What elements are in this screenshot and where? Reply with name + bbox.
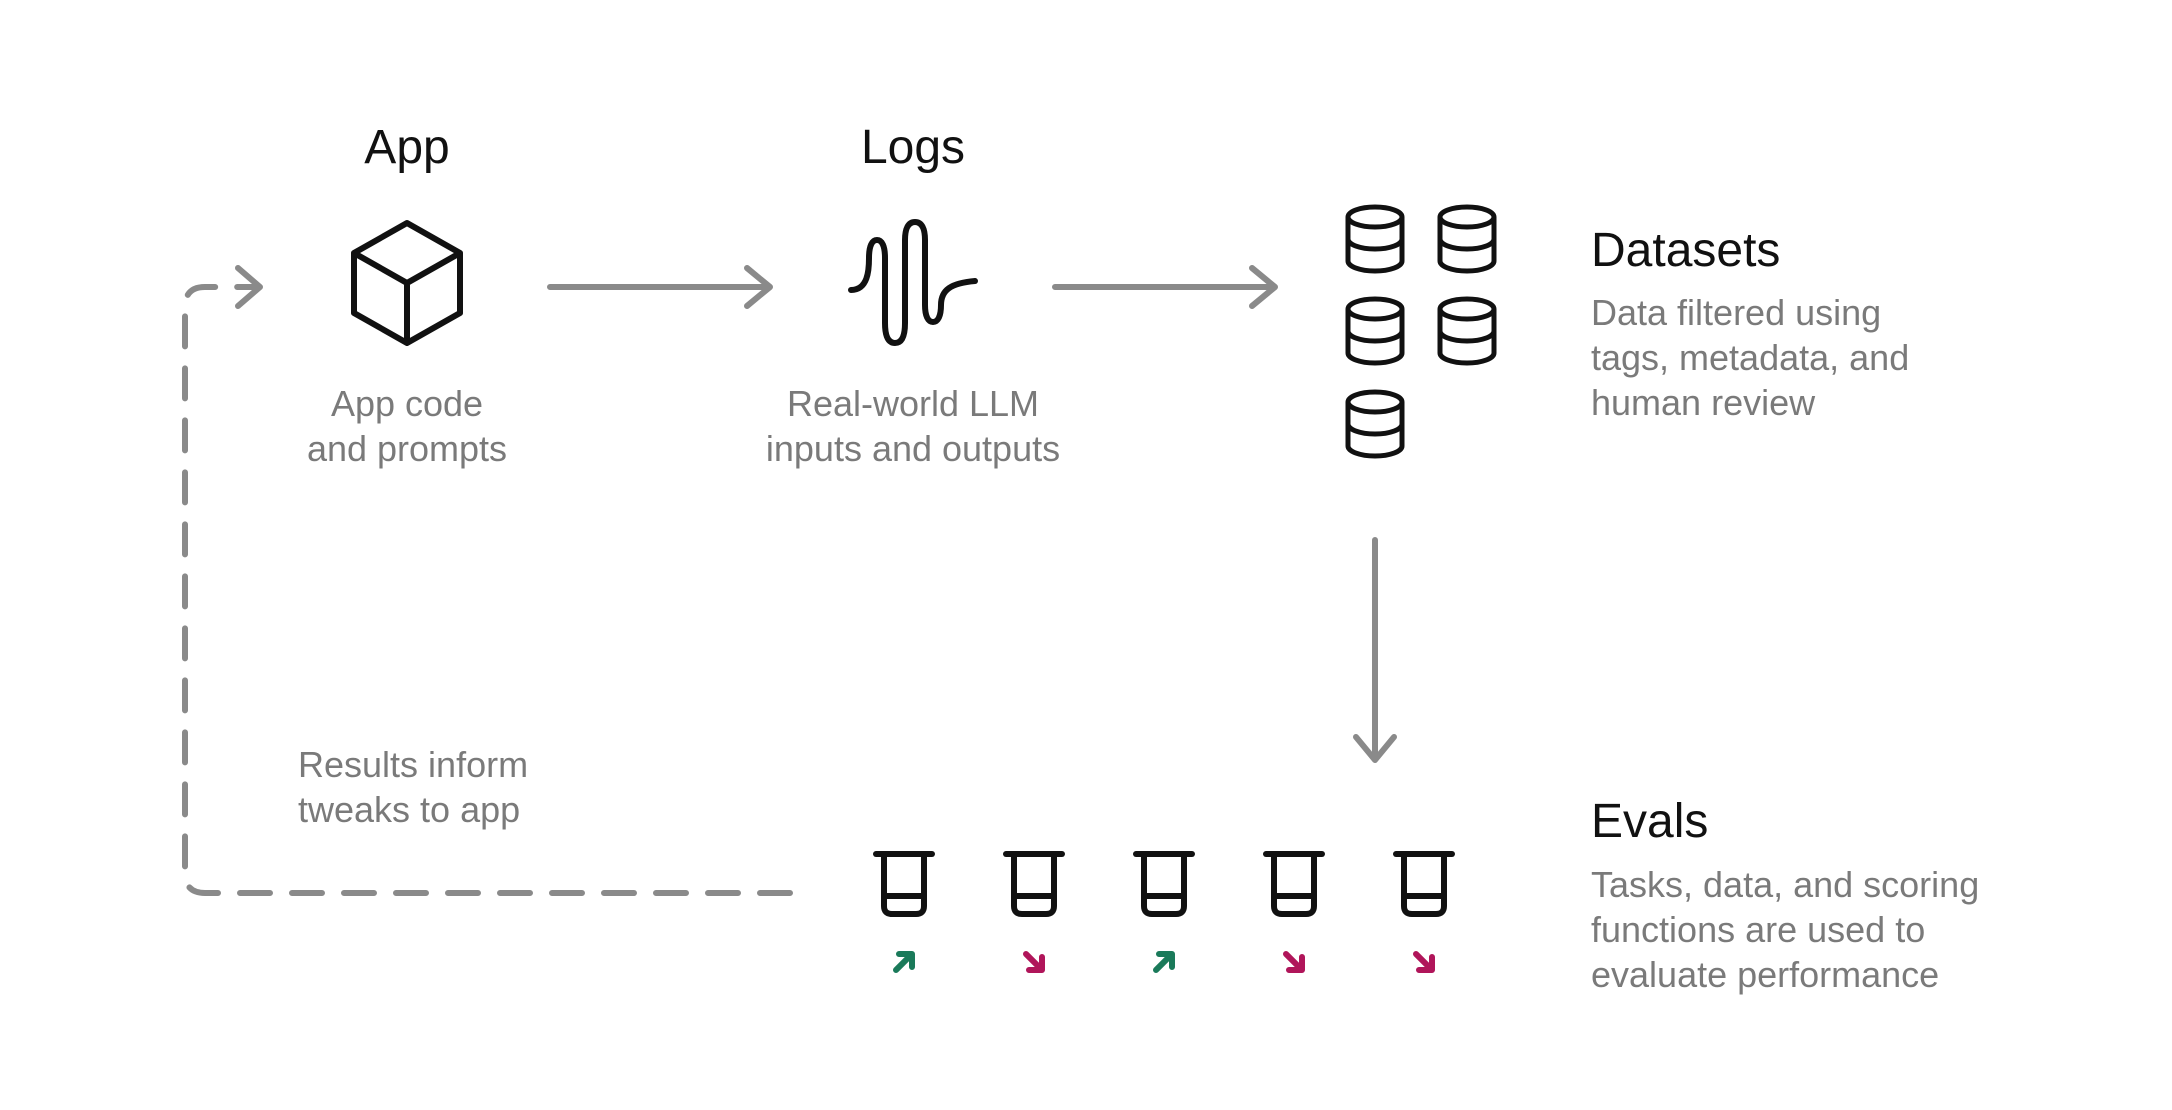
logs-title: Logs <box>860 121 966 174</box>
beaker-icon <box>1266 854 1322 914</box>
beaker-icon <box>1136 854 1192 914</box>
beaker-icon <box>876 854 932 914</box>
app-title: App <box>364 121 450 174</box>
trend-up-icon <box>1156 954 1172 970</box>
arrow-app-to-logs <box>547 265 773 309</box>
arrow-logs-to-datasets <box>1052 265 1278 309</box>
evals-title: Evals <box>1591 795 1709 848</box>
trend-up-icon <box>896 954 912 970</box>
arrow-datasets-to-evals <box>1353 537 1397 763</box>
beaker-icon <box>1396 854 1452 914</box>
waveform-icon <box>848 219 978 346</box>
database-icon <box>1348 392 1402 456</box>
evals-description: Tasks, data, and scoring functions are u… <box>1591 864 1980 995</box>
result-trend-group <box>896 954 1432 970</box>
trend-down-icon <box>1026 954 1042 970</box>
datasets-description: Data filtered using tags, metadata, and … <box>1591 292 1910 423</box>
feedback-loop-arrow <box>182 265 793 896</box>
database-icon <box>1440 207 1494 271</box>
trend-down-icon <box>1416 954 1432 970</box>
trend-down-icon <box>1286 954 1302 970</box>
database-icon <box>1348 207 1402 271</box>
datasets-title: Datasets <box>1591 224 1781 277</box>
app-description: App code and prompts <box>306 383 508 469</box>
beaker-icon-group <box>876 854 1452 914</box>
database-icon <box>1440 299 1494 363</box>
database-icon-group <box>1348 207 1494 456</box>
beaker-icon <box>1006 854 1062 914</box>
cube-icon <box>351 220 463 346</box>
logs-description: Real-world LLM inputs and outputs <box>765 383 1061 469</box>
feedback-label: Results inform tweaks to app <box>298 744 529 830</box>
database-icon <box>1348 299 1402 363</box>
